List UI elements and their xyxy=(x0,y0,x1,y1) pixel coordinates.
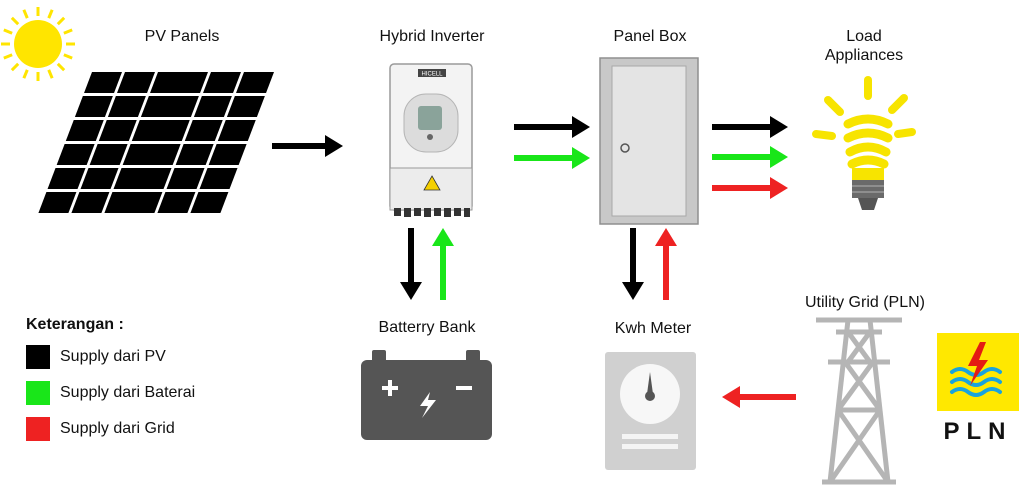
arrow-pv-to-inverter xyxy=(272,135,343,157)
legend-item-pv: Supply dari PV xyxy=(26,342,195,372)
sun-icon xyxy=(1,7,75,81)
battery-icon xyxy=(361,350,492,440)
arrow-inverter-to-panel-pv xyxy=(514,116,590,138)
legend-label-grid: Supply dari Grid xyxy=(60,420,175,437)
arrow-inverter-to-battery xyxy=(400,228,422,300)
legend-label-pv: Supply dari PV xyxy=(60,348,166,365)
utility-grid-label: Utility Grid (PLN) xyxy=(804,294,925,311)
arrow-panel-to-load-battery xyxy=(712,146,788,168)
inverter-brand: HICELL xyxy=(421,72,443,78)
arrow-meter-to-panel xyxy=(655,228,677,300)
legend-swatch-pv xyxy=(26,345,50,369)
solar-panel-icon xyxy=(38,72,274,213)
arrow-inverter-to-panel-battery xyxy=(514,147,590,169)
inverter-icon: HICELL xyxy=(389,63,473,217)
arrow-panel-to-meter xyxy=(622,228,644,300)
legend-swatch-battery xyxy=(26,381,50,405)
hybrid-inverter-label: Hybrid Inverter xyxy=(379,28,485,45)
panel-box-label: Panel Box xyxy=(613,28,687,45)
pv-panels-label: PV Panels xyxy=(144,28,220,45)
arrow-battery-to-inverter xyxy=(432,228,454,300)
legend-item-grid: Supply dari Grid xyxy=(26,414,195,444)
pln-logo-text: PLN xyxy=(943,418,1013,445)
legend-item-battery: Supply dari Baterai xyxy=(26,378,195,408)
load-label-line1: Load xyxy=(846,28,882,45)
panel-box-icon xyxy=(599,57,699,225)
legend-swatch-grid xyxy=(26,417,50,441)
light-bulb-icon xyxy=(812,76,916,210)
arrow-grid-to-meter xyxy=(722,386,796,408)
battery-bank-label: Batterry Bank xyxy=(378,319,476,336)
pln-logo-icon xyxy=(937,333,1019,411)
kwh-meter-icon xyxy=(605,352,696,470)
legend: Keterangan : Supply dari PV Supply dari … xyxy=(26,316,195,450)
arrow-panel-to-load-grid xyxy=(712,177,788,199)
transmission-tower-icon xyxy=(816,317,902,485)
load-label-line2: Appliances xyxy=(824,47,904,64)
arrow-panel-to-load-pv xyxy=(712,116,788,138)
legend-label-battery: Supply dari Baterai xyxy=(60,384,196,401)
legend-title: Keterangan : xyxy=(26,316,124,333)
kwh-meter-label: Kwh Meter xyxy=(614,320,692,337)
